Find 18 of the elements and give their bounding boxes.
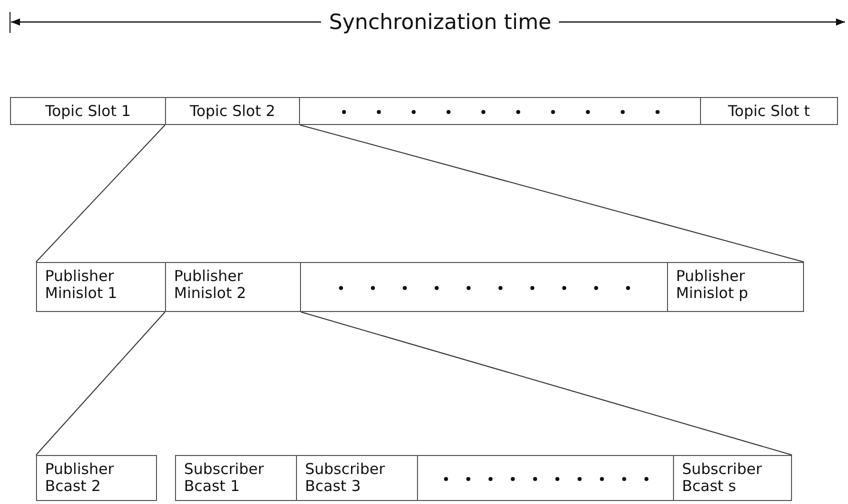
expansion-line	[300, 124, 804, 262]
expansion-line	[300, 312, 792, 456]
ellipsis-slot-cell	[417, 455, 674, 501]
dimension-label: Synchronization time	[321, 10, 560, 34]
slot-cell: Topic Slot 1	[10, 97, 166, 125]
slot-cell: Publisher Minislot 2	[165, 262, 301, 312]
slot-cell: Publisher Minislot p	[667, 262, 804, 312]
expansion-line	[36, 124, 166, 262]
slot-cell: Subscriber Bcast 3	[296, 455, 418, 501]
ellipsis-slot-cell	[300, 262, 668, 312]
slot-cell: Subscriber Bcast 1	[175, 455, 297, 501]
slot-cell: Topic Slot 2	[165, 97, 300, 125]
slot-cell: Publisher Bcast 2	[36, 455, 157, 501]
slot-cell: Topic Slot t	[700, 97, 838, 125]
ellipsis-slot-cell	[299, 97, 701, 125]
slot-cell: Publisher Minislot 1	[36, 262, 166, 312]
slot-cell: Subscriber Bcast s	[673, 455, 792, 501]
expansion-line	[36, 312, 166, 456]
